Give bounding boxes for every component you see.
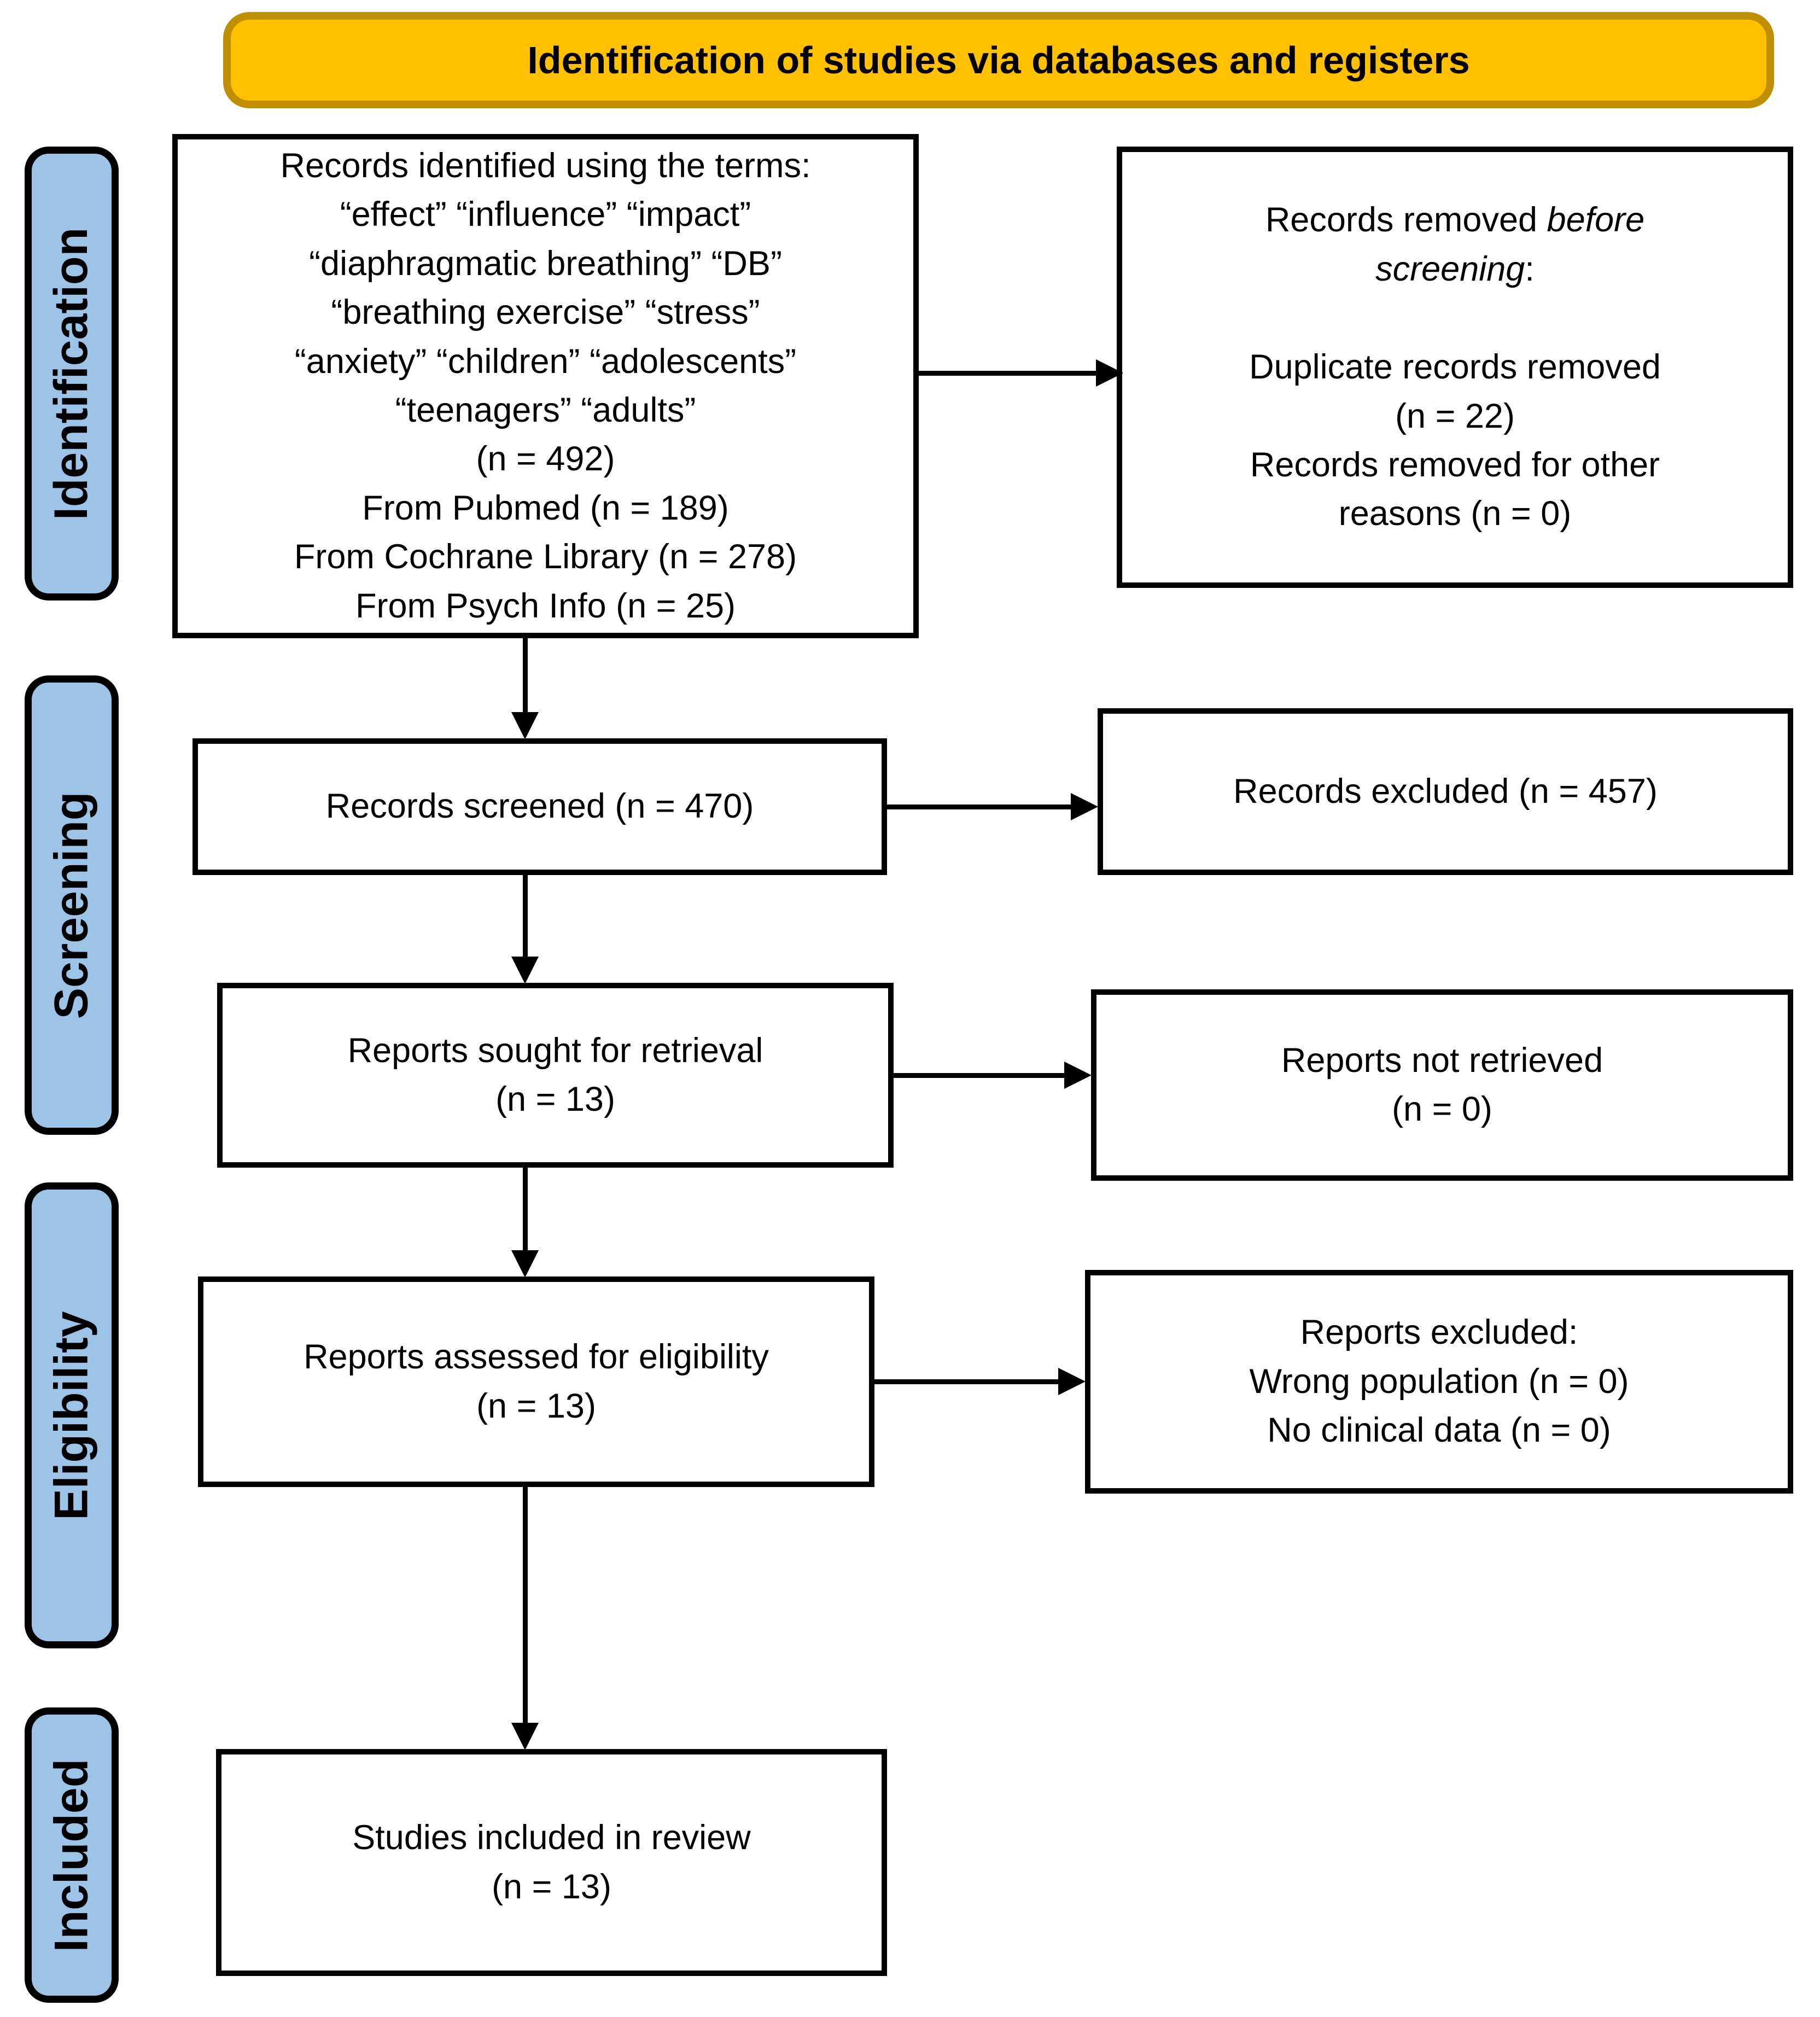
box-records-identified: Records identified using the terms: “eff… [172, 134, 919, 638]
text-line: Records excluded (n = 457) [1233, 772, 1658, 811]
box-reports-not-retrieved: Reports not retrieved (n = 0) [1091, 989, 1793, 1181]
arrow-assessed-to-included-line [523, 1487, 528, 1723]
text-line: Studies included in review [352, 1818, 751, 1857]
text-line: Records removed for other [1250, 445, 1660, 484]
text-line: screening: [1375, 245, 1535, 294]
arrow-assessed-to-reports-excluded-head-icon [1058, 1368, 1086, 1395]
arrow-identified-to-removed-head-icon [1096, 359, 1123, 387]
stage-label-screening-text: Screening [45, 791, 98, 1019]
stage-label-included: Included [25, 1707, 119, 2003]
stage-label-identification: Identification [25, 147, 119, 601]
arrow-identified-to-removed-line [919, 371, 1097, 376]
text-line: (n = 13) [492, 1867, 611, 1906]
arrow-assessed-to-reports-excluded-line [874, 1379, 1058, 1384]
arrow-sought-to-assessed-line [523, 1168, 528, 1250]
text-line: “diaphragmatic breathing” “DB” [309, 244, 782, 283]
stage-label-included-text: Included [45, 1758, 98, 1952]
text-line: From Pubmed (n = 189) [362, 488, 729, 527]
text-line: reasons (n = 0) [1338, 494, 1572, 533]
arrow-screened-to-excluded-line [887, 805, 1071, 809]
text-line: “teenagers” “adults” [395, 391, 696, 429]
box-reports-assessed: Reports assessed for eligibility (n = 13… [198, 1276, 874, 1487]
text-line: (n = 13) [495, 1080, 615, 1118]
text-line: Records screened (n = 470) [325, 787, 754, 826]
text-line: Records removed before [1265, 196, 1644, 244]
text-line: (n = 492) [476, 440, 615, 479]
text-line: From Psych Info (n = 25) [355, 586, 736, 625]
arrow-assessed-to-included-head-icon [511, 1723, 539, 1750]
text-line: (n = 22) [1395, 397, 1515, 435]
box-records-removed-before-screening: Records removed before screening: Duplic… [1117, 147, 1793, 588]
text-line: Wrong population (n = 0) [1249, 1362, 1629, 1401]
text-line: From Cochrane Library (n = 278) [294, 538, 797, 576]
arrow-screened-to-excluded-head-icon [1071, 793, 1098, 820]
box-reports-sought: Reports sought for retrieval (n = 13) [217, 983, 894, 1168]
text-line: No clinical data (n = 0) [1267, 1411, 1611, 1450]
box-records-screened: Records screened (n = 470) [192, 738, 887, 875]
arrow-screened-to-sought-line [523, 875, 528, 957]
text-line: Duplicate records removed [1249, 348, 1661, 387]
arrow-sought-to-assessed-head-icon [511, 1250, 539, 1278]
box-records-excluded: Records excluded (n = 457) [1098, 708, 1793, 875]
arrow-identified-to-screened-line [523, 638, 528, 712]
text-line: Reports excluded: [1300, 1313, 1578, 1352]
text-segment-italic: before [1547, 201, 1645, 240]
arrow-screened-to-sought-head-icon [511, 957, 539, 984]
text-line: “anxiety” “children” “adolescents” [294, 342, 797, 381]
text-line: Reports not retrieved [1281, 1041, 1603, 1080]
text-segment: Records removed [1265, 201, 1547, 240]
text-segment: : [1525, 249, 1535, 288]
arrow-identified-to-screened-head-icon [511, 712, 539, 739]
box-reports-excluded: Reports excluded: Wrong population (n = … [1085, 1270, 1793, 1494]
text-line: “effect” “influence” “impact” [340, 195, 751, 234]
text-segment-italic: screening [1375, 249, 1525, 288]
text-line: (n = 13) [476, 1386, 596, 1425]
stage-label-eligibility: Eligibility [25, 1182, 119, 1648]
stage-label-eligibility-text: Eligibility [45, 1310, 98, 1520]
text-line: Reports sought for retrieval [347, 1031, 763, 1070]
stage-label-identification-text: Identification [45, 227, 98, 520]
text-line: (n = 0) [1392, 1090, 1492, 1128]
arrow-sought-to-not-retrieved-line [894, 1073, 1064, 1078]
stage-label-screening: Screening [25, 675, 119, 1135]
box-studies-included: Studies included in review (n = 13) [216, 1749, 887, 1976]
text-line: “breathing exercise” “stress” [331, 293, 760, 332]
text-line: Reports assessed for eligibility [304, 1338, 769, 1377]
banner: Identification of studies via databases … [223, 12, 1774, 108]
banner-title: Identification of studies via databases … [527, 39, 1470, 81]
arrow-sought-to-not-retrieved-head-icon [1064, 1062, 1092, 1089]
text-line: Records identified using the terms: [280, 146, 811, 185]
